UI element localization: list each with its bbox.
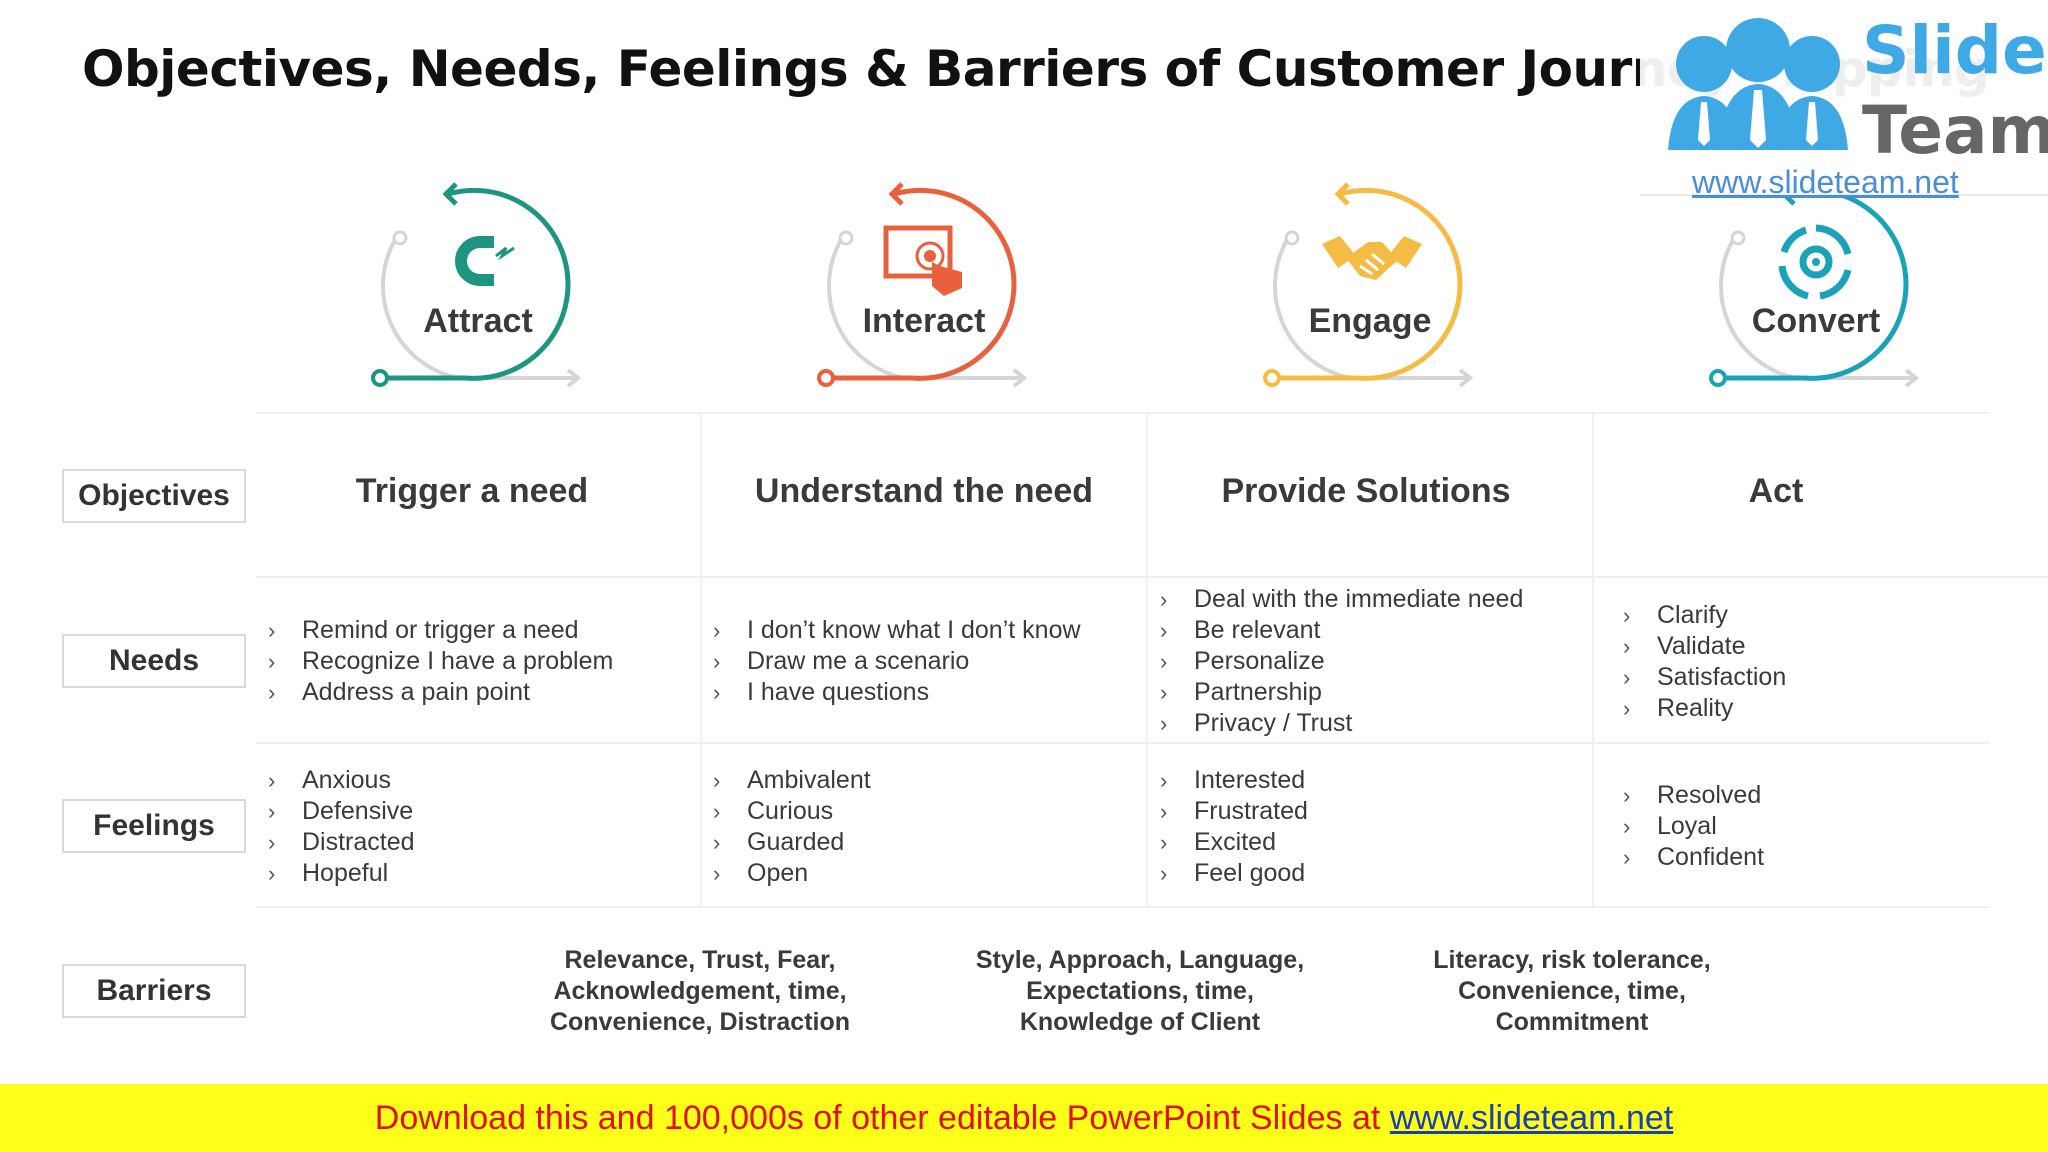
- row-divider: [256, 412, 1990, 414]
- list-item: ›Draw me a scenario: [713, 647, 970, 675]
- list-item: ›Reality: [1623, 694, 1734, 722]
- list-item: ›Ambivalent: [713, 766, 871, 794]
- cycle-gear-icon: [1778, 224, 1852, 300]
- list-item: ›Loyal: [1623, 812, 1717, 840]
- row-label-barriers: Barriers: [62, 964, 246, 1018]
- objective-cell: Understand the need: [754, 472, 1094, 510]
- barrier-cell: Style, Approach, Language, Expectations,…: [975, 946, 1305, 1036]
- feelings-list-interact: ›Ambivalent ›Curious ›Guarded ›Open: [713, 765, 871, 889]
- tap-screen-icon: [883, 225, 962, 296]
- column-divider: [1146, 414, 1148, 906]
- row-label-objectives: Objectives: [62, 469, 246, 523]
- list-item: ›Defensive: [268, 797, 414, 825]
- stage-circle-attract: [371, 182, 582, 388]
- row-divider: [256, 906, 1990, 908]
- row-divider: [256, 576, 2048, 578]
- list-item: ›Satisfaction: [1623, 663, 1787, 691]
- logo-text-team: Team: [1862, 92, 2048, 169]
- people-icon: [1668, 18, 1848, 150]
- magnet-icon: [454, 236, 515, 286]
- barrier-cell: Relevance, Trust, Fear, Acknowledgement,…: [549, 946, 851, 1036]
- feelings-list-engage: ›Interested ›Frustrated ›Excited ›Feel g…: [1160, 765, 1308, 889]
- list-item: ›Recognize I have a problem: [268, 647, 614, 675]
- stage-engage: Engage: [1250, 180, 1490, 400]
- list-item: ›Frustrated: [1160, 797, 1308, 825]
- handshake-icon: [1322, 236, 1422, 280]
- stage-label: Convert: [1751, 302, 1881, 340]
- list-item: ›Interested: [1160, 766, 1306, 794]
- objective-cell: Act: [1748, 472, 1804, 510]
- row-label-needs: Needs: [62, 634, 246, 688]
- row-label-feelings: Feelings: [62, 799, 246, 853]
- list-item: ›Curious: [713, 797, 834, 825]
- list-item: ›Validate: [1623, 632, 1746, 660]
- list-item: ›Remind or trigger a need: [268, 616, 579, 644]
- stage-label: Attract: [423, 302, 533, 340]
- objective-cell: Trigger a need: [355, 472, 589, 510]
- list-item: ›Privacy / Trust: [1160, 709, 1353, 737]
- list-item: ›Personalize: [1160, 647, 1325, 675]
- logo-text-slide: Slide: [1862, 12, 2047, 89]
- needs-list-interact: ›I don’t know what I don’t know ›Draw me…: [713, 615, 1081, 708]
- feelings-list-convert: ›Resolved ›Loyal ›Confident: [1623, 780, 1764, 873]
- banner-text: Download this and 100,000s of other edit…: [374, 1099, 1390, 1137]
- list-item: ›Hopeful: [268, 859, 389, 887]
- list-item: ›Clarify: [1623, 601, 1728, 629]
- download-banner: Download this and 100,000s of other edit…: [0, 1084, 2048, 1152]
- list-item: ›I have questions: [713, 678, 930, 706]
- row-divider: [256, 742, 1990, 744]
- column-divider: [700, 414, 702, 906]
- objective-cell: Provide Solutions: [1221, 472, 1511, 510]
- column-divider: [1592, 414, 1594, 906]
- list-item: ›Excited: [1160, 828, 1276, 856]
- barrier-cell: Literacy, risk tolerance, Convenience, t…: [1433, 946, 1711, 1036]
- slideteam-logo: Slide Team www.slideteam.net: [1640, 0, 2048, 200]
- list-item: ›Feel good: [1160, 859, 1306, 887]
- stage-circle-engage: [1263, 182, 1474, 388]
- needs-list-convert: ›Clarify ›Validate ›Satisfaction ›Realit…: [1623, 600, 1786, 724]
- list-item: ›Guarded: [713, 828, 845, 856]
- list-item: ›I don’t know what I don’t know: [713, 616, 1081, 644]
- list-item: ›Confident: [1623, 843, 1765, 871]
- list-item: ›Open: [713, 859, 809, 887]
- logo-url-link[interactable]: www.slideteam.net: [1692, 164, 1959, 200]
- list-item: ›Address a pain point: [268, 678, 530, 706]
- list-item: ›Distracted: [268, 828, 415, 856]
- stage-circle-interact: [817, 182, 1028, 388]
- needs-list-engage: ›Deal with the immediate need ›Be releva…: [1160, 584, 1523, 739]
- needs-list-attract: ›Remind or trigger a need ›Recognize I h…: [268, 615, 613, 708]
- feelings-list-attract: ›Anxious ›Defensive ›Distracted ›Hopeful: [268, 765, 415, 889]
- list-item: ›Partnership: [1160, 678, 1322, 706]
- stage-label: Interact: [862, 302, 986, 340]
- stage-convert: Convert: [1696, 180, 1936, 400]
- banner-link[interactable]: www.slideteam.net: [1389, 1099, 1674, 1137]
- list-item: ›Resolved: [1623, 781, 1762, 809]
- stage-attract: Attract: [358, 180, 598, 400]
- list-item: ›Anxious: [268, 766, 391, 794]
- list-item: ›Deal with the immediate need: [1160, 585, 1524, 613]
- stage-interact: Interact: [804, 180, 1044, 400]
- list-item: ›Be relevant: [1160, 616, 1321, 644]
- stage-label: Engage: [1308, 302, 1432, 340]
